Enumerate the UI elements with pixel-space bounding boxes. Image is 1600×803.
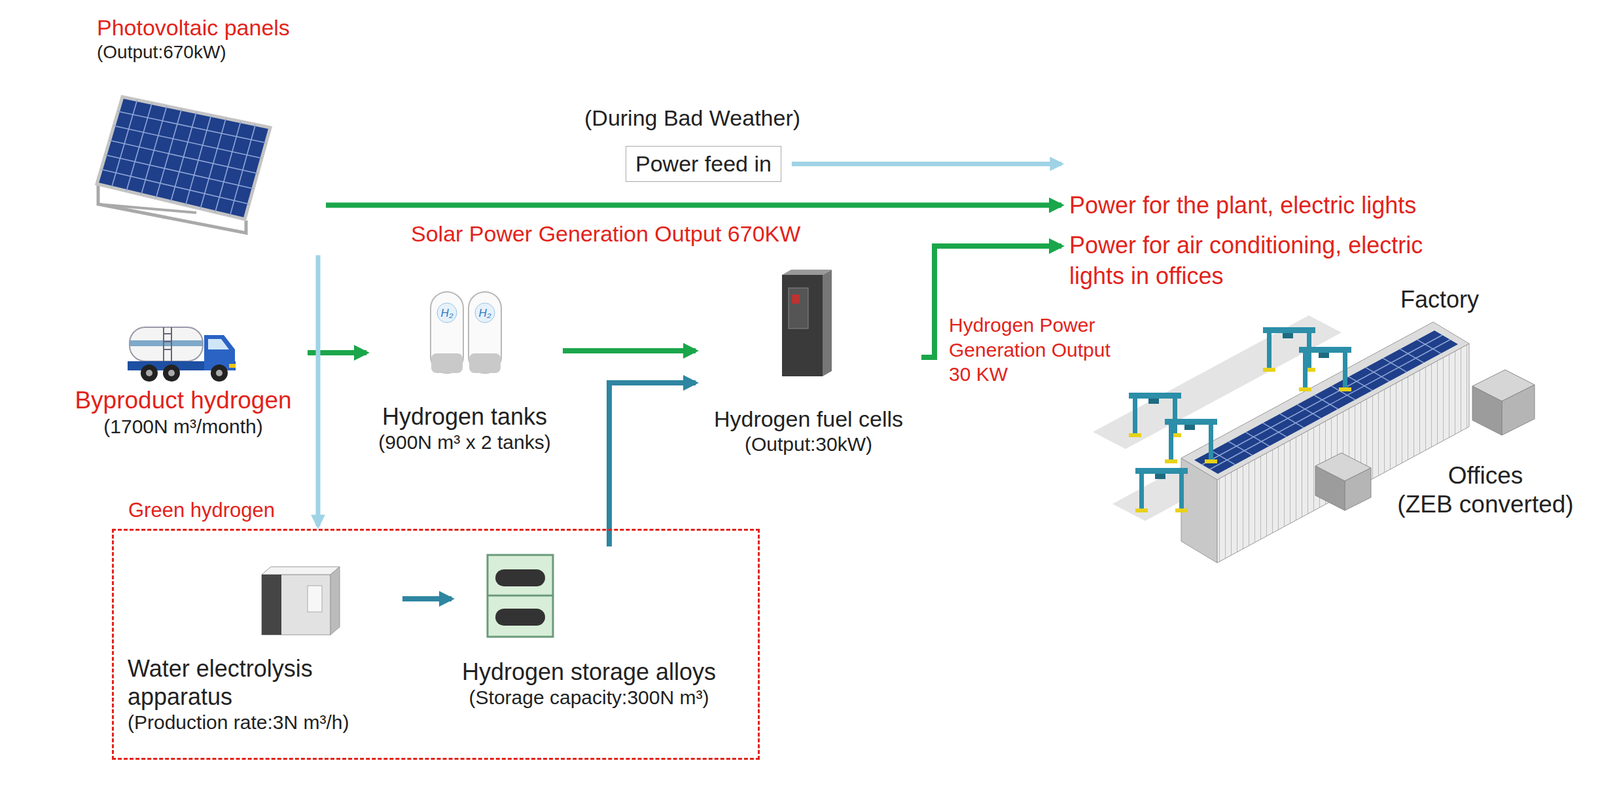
panel-grid-line (118, 111, 267, 143)
fuel-cell-node: Hydrogen fuel cells(Output:30kW) (695, 261, 922, 457)
factory-node: Factory (1400, 285, 1479, 314)
electrolysis-node: Water electrolysis apparatus(Production … (127, 562, 403, 735)
fuel-cell-cabinet (782, 269, 832, 377)
node-detail: (Storage capacity:300N m³) (451, 685, 727, 710)
edge-label: Hydrogen Power Generation Output 30 KW (948, 312, 1120, 387)
node-title: Hydrogen fuel cells (695, 405, 922, 433)
node-detail: (900N m³ x 2 tanks) (366, 430, 563, 455)
storage-alloy-rack (487, 554, 553, 637)
flow-arrow (402, 596, 452, 602)
target-text: Power for air conditioning, electric lig… (1069, 230, 1436, 292)
edge-label: Solar Power Generation Output 670KW (410, 219, 801, 249)
node-title: Power feed in (635, 150, 772, 178)
node-title: Byproduct hydrogen (58, 386, 308, 415)
flow-arrow (562, 348, 696, 354)
node-title: Hydrogen storage alloys (451, 657, 727, 686)
panel-grid-line (113, 125, 262, 158)
tank-node: Hydrogen tanks(900N m³ x 2 tanks) (366, 281, 563, 455)
node-title: Photovoltaic panels (96, 14, 326, 42)
condition-note: (During Bad Weather) (584, 104, 801, 132)
node-detail: (Output:30kW) (695, 432, 922, 457)
target-text: Power for the plant, electric lights (1069, 191, 1417, 220)
node-title: Water electrolysis apparatus (127, 654, 403, 711)
node-detail: (ZEB converted) (1380, 490, 1591, 519)
node-detail: (1700N m³/month) (58, 414, 308, 439)
offices-node: Offices(ZEB converted) (1380, 461, 1591, 520)
panel-grid-line (1209, 339, 1451, 470)
node-detail: (Output:670kW) (96, 41, 326, 64)
electrolysis-unit (261, 566, 340, 635)
flow-arrow (609, 382, 696, 547)
panel-grid-line (109, 140, 258, 175)
panel-grid-line (101, 169, 250, 205)
flow-arrow (791, 161, 1062, 167)
flow-arrow (325, 202, 1062, 209)
pv-node: Photovoltaic panels(Output:670kW) (96, 14, 326, 256)
alloy-node: Hydrogen storage alloys(Storage capacity… (451, 546, 727, 710)
node-title: Offices (1380, 461, 1591, 491)
node-title: Hydrogen tanks (366, 402, 563, 431)
factory (1092, 315, 1535, 563)
hydrogen-tanks (430, 291, 502, 374)
green-hydrogen-region: Green hydrogenWater electrolysis apparat… (111, 528, 760, 760)
flow-arrow (316, 255, 321, 527)
node-title: Factory (1400, 285, 1479, 314)
node-detail: (Production rate:3N m³/h) (127, 710, 403, 735)
tank-mark: H₂ (441, 307, 454, 319)
panel-grid-line (105, 155, 254, 190)
hydrogen-truck (127, 327, 236, 382)
node-title: Green hydrogen (128, 497, 275, 523)
tank-mark: H₂ (479, 307, 492, 319)
solar-panel (96, 96, 271, 233)
panel-grid-line (1202, 335, 1443, 465)
node-title: Power for air conditioning, electric lig… (1069, 230, 1436, 292)
feed-box: Power feed in (625, 145, 782, 182)
node-title: Power for the plant, electric lights (1069, 191, 1417, 220)
truck-node: Byproduct hydrogen(1700N m³/month) (58, 314, 308, 439)
